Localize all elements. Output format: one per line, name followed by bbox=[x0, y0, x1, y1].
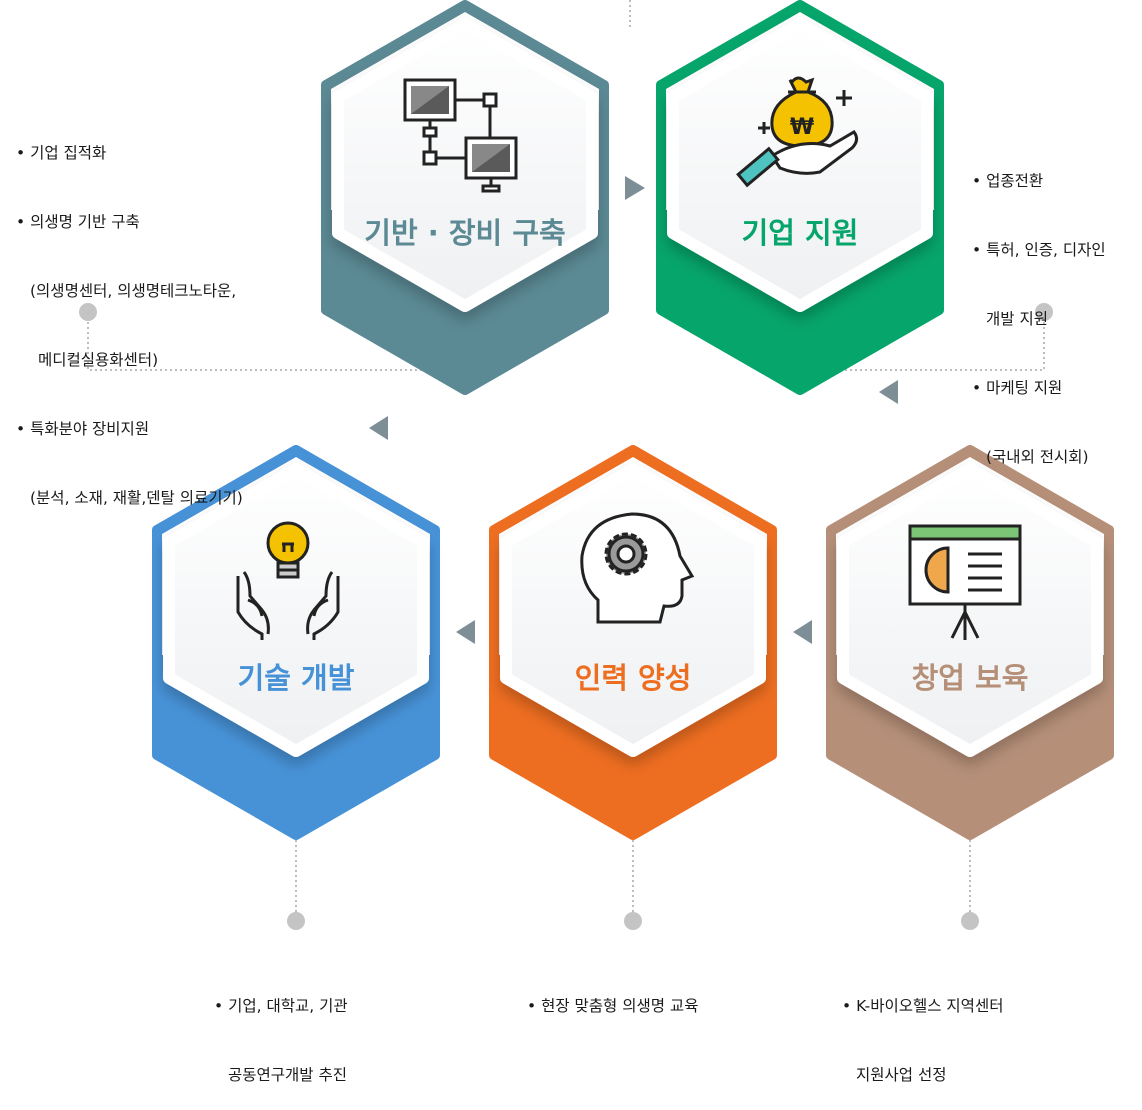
hexagon-title-company: 기업 지원 bbox=[742, 216, 859, 250]
note-line: 개발 지원 bbox=[986, 310, 1048, 328]
notes-talent: • 현장 맞춤형 의생명 교육 bbox=[527, 949, 698, 1041]
network-monitors-icon bbox=[403, 78, 518, 193]
hexagon-title-startup: 창업 보육 bbox=[912, 661, 1029, 695]
notes-company: • 업종전환 • 특허, 인증, 디자인 개발 지원 • 마케팅 지원 (국내외… bbox=[972, 124, 1106, 492]
note-line: • 의생명 기반 구축 bbox=[16, 213, 140, 231]
hexagon-title-talent: 인력 양성 bbox=[575, 661, 692, 695]
lightbulb-hands-icon bbox=[236, 521, 340, 640]
note-line: • 마케팅 지원 bbox=[972, 379, 1063, 397]
connector-dots bbox=[79, 303, 1053, 930]
flow-arrows bbox=[369, 176, 898, 644]
hexagon-title-tech: 기술 개발 bbox=[238, 661, 355, 695]
arrow-left-icon bbox=[879, 380, 898, 404]
head-gear-icon bbox=[580, 512, 695, 624]
notes-infra: • 기업 집적화 • 의생명 기반 구축 (의생명센터, 의생명테크노타운, 메… bbox=[16, 96, 243, 533]
arrow-left-icon bbox=[456, 620, 475, 644]
note-line: • 기업 집적화 bbox=[16, 144, 107, 162]
svg-text:₩: ₩ bbox=[790, 115, 814, 140]
note-line: (분석, 소재, 재활,덴탈 의료기기) bbox=[30, 489, 243, 507]
note-line: 지원사업 선정 bbox=[856, 1066, 947, 1084]
note-line: 공동연구개발 추진 bbox=[228, 1066, 348, 1084]
hexagon-tech: 기술 개발 bbox=[152, 445, 440, 840]
note-line: • 특화분야 장비지원 bbox=[16, 420, 150, 438]
notes-tech: • 기업, 대학교, 기관 공동연구개발 추진 bbox=[214, 949, 348, 1110]
hexagon-company: ₩ 기업 지원 bbox=[656, 0, 944, 395]
presentation-board-icon bbox=[908, 524, 1022, 640]
connector-lines bbox=[87, 0, 1045, 918]
note-line: • K-바이오헬스 지역센터 bbox=[842, 997, 1004, 1015]
money-bag-hand-icon: ₩ bbox=[736, 76, 859, 188]
note-line: • 특허, 인증, 디자인 bbox=[972, 241, 1106, 259]
note-line: • 현장 맞춤형 의생명 교육 bbox=[527, 997, 699, 1015]
hexagon-startup: 창업 보육 bbox=[826, 445, 1114, 840]
note-line: • 기업, 대학교, 기관 bbox=[214, 997, 348, 1015]
arrow-left-icon bbox=[369, 416, 388, 440]
note-line: (국내외 전시회) bbox=[986, 448, 1089, 466]
notes-startup: • K-바이오헬스 지역센터 지원사업 선정 bbox=[842, 949, 1003, 1110]
arrow-right-icon bbox=[625, 176, 645, 200]
arrow-left-icon bbox=[793, 620, 812, 644]
hexagon-infra: 기반 · 장비 구축 bbox=[321, 0, 609, 395]
flow-diagram: 기반 · 장비 구축 ₩ 기업 지원 bbox=[79, 0, 1114, 930]
hexagon-title-infra: 기반 · 장비 구축 bbox=[364, 216, 565, 250]
hexagon-talent: 인력 양성 bbox=[489, 445, 777, 840]
note-line: 메디컬실용화센터) bbox=[38, 351, 159, 369]
note-line: • 업종전환 bbox=[972, 172, 1044, 190]
note-line: (의생명센터, 의생명테크노타운, bbox=[30, 282, 237, 300]
